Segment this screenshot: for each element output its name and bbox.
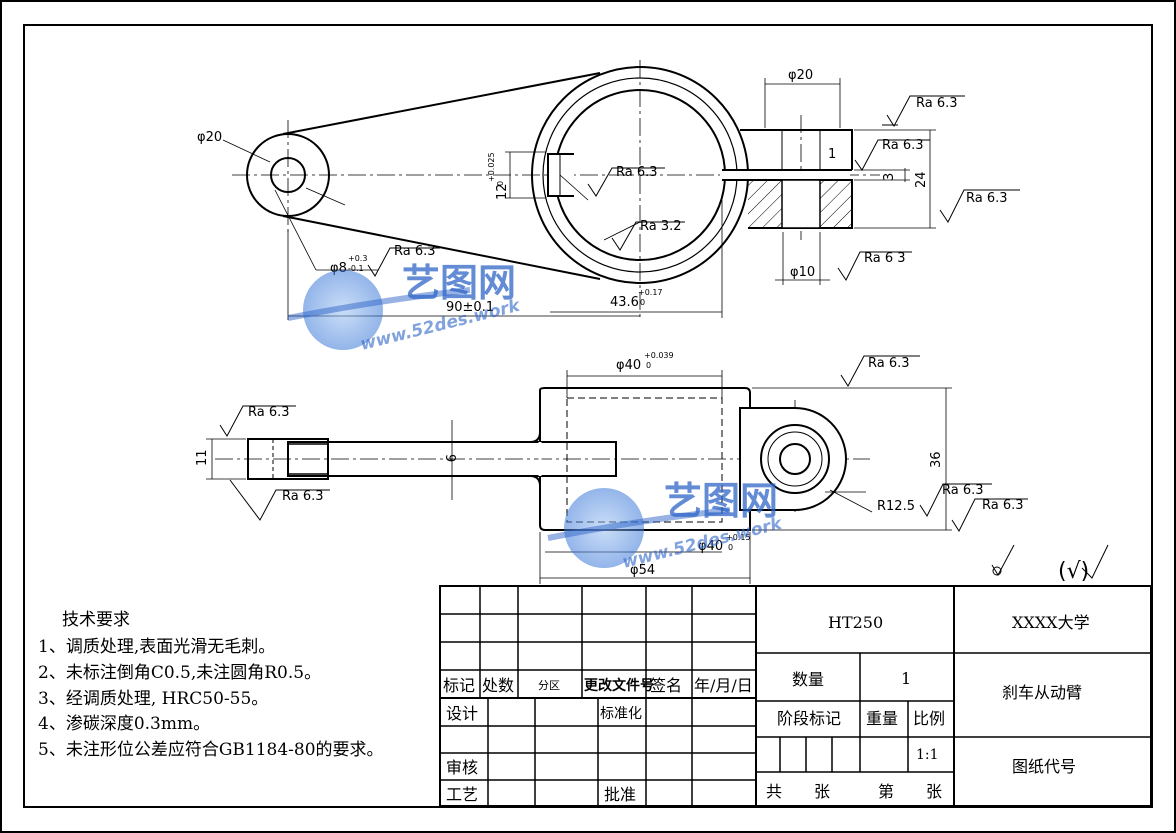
dim-phi20-left: φ20 bbox=[197, 130, 222, 145]
watermark-1: 艺图网 www.52des.work bbox=[287, 261, 523, 355]
ra-top-6: Ra 6.3 bbox=[616, 165, 658, 180]
dim-12-tol-dn: 0 bbox=[496, 181, 505, 186]
dim-12-tol-up: +0.025 bbox=[487, 152, 496, 182]
dim-43-tol-up: +0.17 bbox=[638, 288, 663, 297]
ra-top-2: Ra 6.3 bbox=[882, 138, 924, 153]
ra-front-4: Ra 6.3 bbox=[942, 483, 984, 498]
dim-phi10: φ10 bbox=[790, 265, 815, 280]
watermark-brand-2: 艺图网 bbox=[664, 479, 778, 523]
title-block-text: 标记 处数 分区 更改文件号 签名 年/月/日 设计 标准化 审核 工艺 批准 … bbox=[443, 613, 1090, 804]
roughness-symbols-front bbox=[219, 355, 1109, 579]
dim-phi40-top: φ40 bbox=[616, 358, 641, 373]
material: HT250 bbox=[828, 613, 883, 632]
drawing-number: 图纸代号 bbox=[1012, 757, 1076, 776]
ra-top-3: Ra 6.3 bbox=[966, 191, 1008, 206]
dim-phi40-top-tol-dn: 0 bbox=[646, 361, 651, 370]
weight-label: 重量 bbox=[866, 709, 898, 728]
note-item-1: 1、调质处理,表面光滑无毛刺。 bbox=[38, 637, 275, 657]
ra-front-1: Ra 6.3 bbox=[868, 356, 910, 371]
note-item-4: 4、渗碳深度0.3mm。 bbox=[38, 714, 210, 734]
total-label: 共 bbox=[766, 782, 782, 801]
label-standard: 标准化 bbox=[600, 706, 642, 722]
watermark-brand: 艺图网 bbox=[402, 261, 516, 305]
front-view bbox=[206, 370, 952, 584]
label-design: 设计 bbox=[446, 704, 478, 723]
sheet-label: 张 bbox=[814, 782, 830, 801]
scale-value: 1:1 bbox=[916, 747, 939, 763]
note-item-3: 3、经调质处理, HRC50-55。 bbox=[38, 689, 268, 709]
dim-43-tol-dn: 0 bbox=[640, 298, 645, 307]
top-view bbox=[222, 60, 936, 320]
rev-header-docno: 更改文件号 bbox=[584, 677, 654, 694]
ra-front-2: Ra 6.3 bbox=[248, 405, 290, 420]
rev-header-date: 年/月/日 bbox=[694, 676, 753, 695]
general-roughness: (√) bbox=[1058, 559, 1089, 584]
dim-9: 9 bbox=[442, 454, 457, 462]
dim-36: 36 bbox=[929, 451, 944, 468]
dim-phi8-tol-dn: -0.1 bbox=[348, 264, 364, 273]
page-sheet-label: 张 bbox=[926, 782, 942, 801]
title-block bbox=[439, 585, 1152, 807]
dim-phi40-bot-tol-up: +0.15 bbox=[726, 533, 751, 542]
rev-header-count: 处数 bbox=[482, 676, 514, 695]
dim-90: 90±0.1 bbox=[446, 300, 494, 315]
ra-front-5: Ra 6.3 bbox=[982, 498, 1024, 513]
rev-header-mark: 标记 bbox=[443, 676, 475, 695]
note-item-5: 5、未注形位公差应符合GB1184-80的要求。 bbox=[38, 740, 384, 760]
ra-top-5: Ra 6.3 bbox=[394, 244, 436, 259]
dim-12: 12 bbox=[495, 183, 510, 200]
ra-top-4: Ra 6 3 bbox=[864, 251, 906, 266]
dim-phi54: φ54 bbox=[630, 563, 655, 578]
note-item-2: 2、未标注倒角C0.5,未注圆角R0.5。 bbox=[38, 663, 321, 683]
technical-notes: 技术要求 1、调质处理,表面光滑无毛刺。 2、未标注倒角C0.5,未注圆角R0.… bbox=[38, 610, 384, 760]
dim-3: 3 bbox=[882, 173, 897, 181]
ra-top-7: Ra 3.2 bbox=[640, 219, 682, 234]
label-review: 审核 bbox=[446, 758, 478, 777]
roughness-symbols-top bbox=[367, 95, 1020, 281]
dim-phi8-tol-up: +0.3 bbox=[348, 254, 367, 263]
dim-phi40-bot: φ40 bbox=[698, 539, 723, 554]
dim-1: 1 bbox=[828, 147, 836, 162]
dim-43: 43.6 bbox=[610, 295, 639, 310]
dim-phi20-top: φ20 bbox=[788, 68, 813, 83]
quantity-label: 数量 bbox=[792, 670, 824, 689]
dim-phi40-bot-tol-dn: 0 bbox=[728, 543, 733, 552]
label-process: 工艺 bbox=[446, 785, 478, 804]
front-view-labels: φ40 +0.039 0 φ40 +0.15 0 φ54 36 11 9 R12… bbox=[195, 351, 1089, 584]
top-view-labels: φ20 φ20 φ8 +0.3 -0.1 90±0.1 43.6 +0.17 0… bbox=[197, 68, 1008, 315]
scale-label: 比例 bbox=[913, 709, 945, 728]
ra-top-1: Ra 6.3 bbox=[916, 96, 958, 111]
quantity-value: 1 bbox=[901, 669, 911, 688]
label-approve: 批准 bbox=[604, 785, 636, 804]
ra-front-3: Ra 6.3 bbox=[282, 489, 324, 504]
part-name: 刹车从动臂 bbox=[1002, 683, 1082, 702]
dim-11: 11 bbox=[195, 449, 210, 466]
page-label: 第 bbox=[878, 782, 894, 801]
dim-phi40-top-tol-up: +0.039 bbox=[644, 351, 674, 360]
dim-r12: R12.5 bbox=[877, 499, 915, 514]
school-name: XXXX大学 bbox=[1012, 613, 1090, 632]
notes-title: 技术要求 bbox=[62, 610, 130, 630]
dim-24: 24 bbox=[914, 171, 929, 188]
stage-label: 阶段标记 bbox=[777, 709, 841, 728]
rev-header-sign: 签名 bbox=[650, 676, 682, 695]
rev-header-zone: 分区 bbox=[538, 679, 560, 692]
